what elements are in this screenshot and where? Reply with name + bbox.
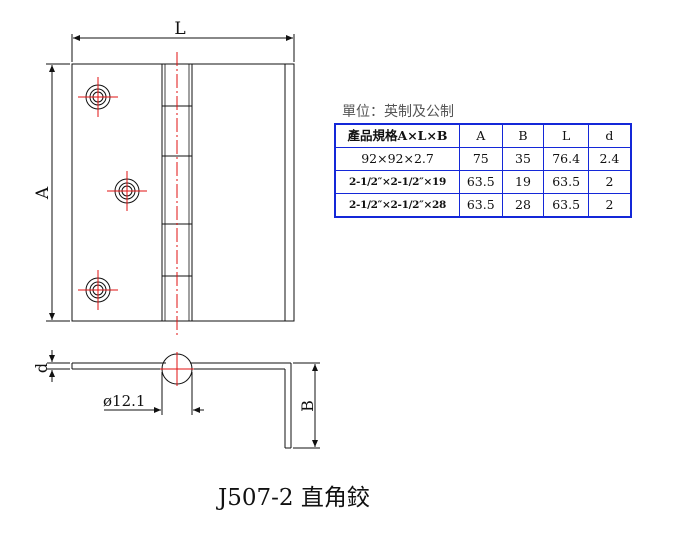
cell-model: 2-1/2″×2-1/2″×28 <box>334 193 461 218</box>
cell-B: 19 <box>501 170 545 194</box>
header-B: B <box>501 123 545 148</box>
dimension-A <box>46 63 70 322</box>
cell-d: 2 <box>587 193 632 218</box>
cell-B: 35 <box>501 147 545 171</box>
table-row: 92×92×2.7 75 35 76.4 2.4 <box>334 147 632 171</box>
hinge-plate-outline <box>71 63 295 322</box>
cell-d: 2 <box>587 170 632 194</box>
dim-A-label: A <box>33 186 53 200</box>
cell-L: 63.5 <box>543 170 589 194</box>
dimension-L <box>71 34 295 62</box>
cell-A: 63.5 <box>459 170 503 194</box>
unit-label: 單位：英制及公制 <box>342 104 454 120</box>
cell-L: 76.4 <box>543 147 589 171</box>
header-d: d <box>587 123 632 148</box>
dim-B-label: B <box>298 400 317 412</box>
dim-diameter-label: ø12.1 <box>103 392 145 410</box>
spec-table: 產品規格A×L×B A B L d 92×92×2.7 75 35 76.4 2… <box>334 123 632 218</box>
product-caption: J507-2 直角鉸 <box>218 485 370 511</box>
dimension-d <box>47 350 70 382</box>
top-view <box>71 63 295 322</box>
table-row: 2-1/2″×2-1/2″×19 63.5 19 63.5 2 <box>334 170 632 194</box>
cell-d: 2.4 <box>587 147 632 171</box>
side-center-lines <box>160 352 194 386</box>
header-L: L <box>543 123 589 148</box>
cell-A: 75 <box>459 147 503 171</box>
center-lines <box>78 52 178 335</box>
cell-model: 92×92×2.7 <box>334 147 461 171</box>
cell-A: 63.5 <box>459 193 503 218</box>
header-spec: 產品規格A×L×B <box>334 123 461 148</box>
dimension-diameter <box>104 372 204 415</box>
cell-L: 63.5 <box>543 193 589 218</box>
dim-L-label: L <box>174 19 185 39</box>
header-A: A <box>459 123 503 148</box>
dim-d-label: d <box>32 363 51 373</box>
table-row: 2-1/2″×2-1/2″×28 63.5 28 63.5 2 <box>334 193 632 218</box>
cell-model: 2-1/2″×2-1/2″×19 <box>334 170 461 194</box>
dimension-B <box>293 362 320 449</box>
table-header-row: 產品規格A×L×B A B L d <box>334 123 632 148</box>
cell-B: 28 <box>501 193 545 218</box>
